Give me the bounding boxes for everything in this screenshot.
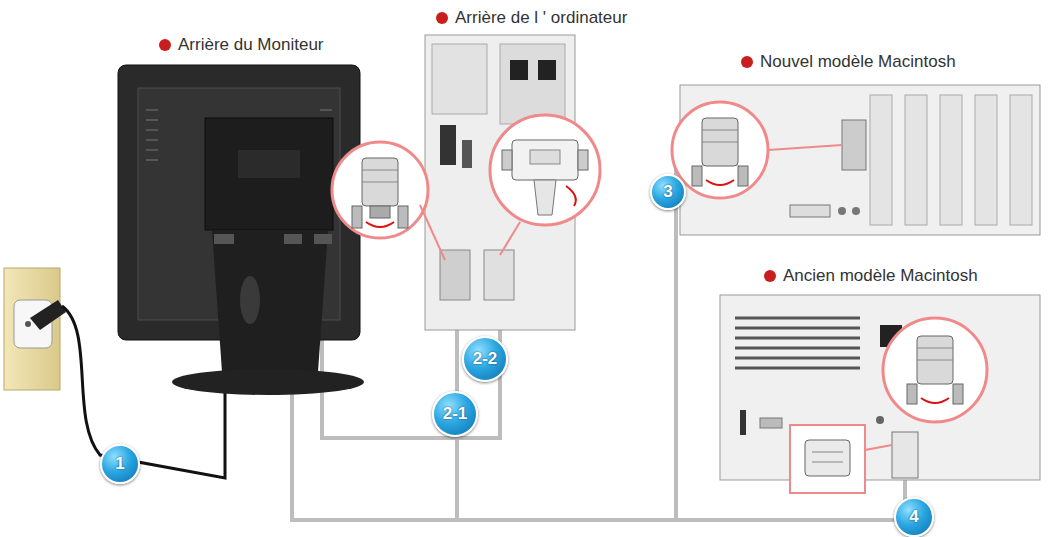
callout-text: 4 [909, 507, 918, 527]
section-heading: Arrière du Moniteur [178, 35, 324, 55]
section-heading: Arrière de l ' ordinateur [455, 8, 627, 28]
callout-text: 3 [663, 182, 672, 202]
callout-number: 4 [894, 497, 934, 537]
callout-text: 2-1 [443, 404, 468, 424]
callout-number: 2-2 [462, 336, 508, 382]
callout-number: 3 [650, 174, 686, 210]
callout-text: 1 [115, 454, 124, 474]
callout-text: 2-2 [473, 349, 498, 369]
callout-number: 2-1 [432, 391, 478, 437]
section-heading: Ancien modèle Macintosh [783, 266, 978, 286]
section-heading: Nouvel modèle Macintosh [760, 52, 956, 72]
callout-number: 1 [100, 444, 140, 484]
